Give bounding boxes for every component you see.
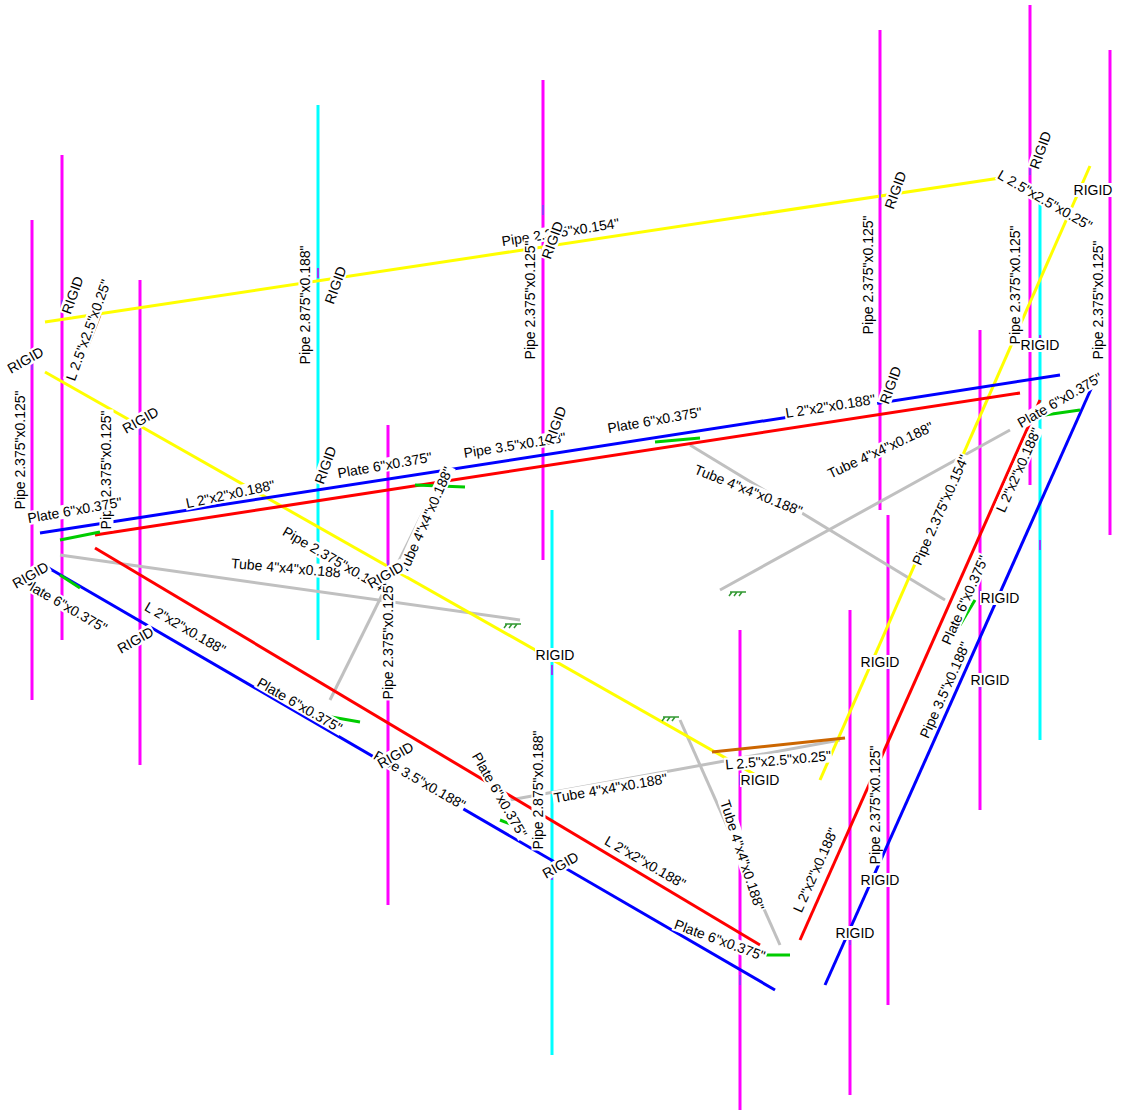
release-label: RIGID	[119, 404, 161, 437]
member-label: Pipe 2.375"x0.125"	[1091, 240, 1105, 361]
release-label: RIGID	[4, 344, 46, 377]
release-label: RIGID	[970, 673, 1011, 687]
member-label: Tube 4"x4"x0.188"	[551, 771, 668, 805]
release-label: RIGID	[980, 591, 1021, 605]
member-label: Pipe 2.375"x0.125"	[13, 390, 27, 511]
member-label: L 2"x2"x0.188"	[790, 825, 840, 915]
release-label: RIGID	[1020, 338, 1061, 352]
member-label: L 2.5"x2.5"x0.25"	[995, 167, 1096, 233]
member-label: Pipe 2.375"x0.125"	[861, 215, 875, 336]
release-label: RIGID	[740, 773, 781, 787]
mast-pipes	[318, 105, 1040, 1055]
member-label: L 2"x2"x0.188"	[141, 599, 228, 657]
support-symbols	[504, 592, 746, 721]
member-label: Pipe 2.875"x0.188"	[298, 245, 312, 366]
yellow-pipes	[45, 166, 1090, 786]
member-label: Plate 6"x0.375"	[606, 405, 705, 436]
member-label: L 2"x2"x0.188"	[601, 833, 688, 891]
release-label: RIGID	[539, 849, 581, 882]
release-label: RIGID	[535, 648, 576, 662]
release-label: RIGID	[881, 168, 908, 211]
member-label: Tube 4"x4"x0.188"	[824, 419, 936, 481]
member-label: Tube 4"x4"x0.188"	[691, 462, 805, 519]
release-label: RIGID	[860, 873, 901, 887]
member-label: L 2"x2"x0.188"	[993, 425, 1043, 515]
release-label: RIGID	[860, 655, 901, 669]
member-label: Plate 6"x0.375"	[336, 450, 435, 481]
release-label: RIGID	[321, 263, 348, 306]
release-label: RIGID	[876, 363, 903, 406]
member-label: Plate 6"x0.375"	[1014, 370, 1105, 431]
member-label: Tube 4"x4"x0.188"	[717, 797, 766, 912]
release-label: RIGID	[114, 624, 156, 657]
release-marks	[32, 165, 1110, 985]
member-label: Pipe 2.375"x0.125"	[381, 580, 395, 701]
member-label: L 2"x2"x0.188"	[783, 392, 877, 420]
member-label: Tube 4"x4"x0.188"	[395, 464, 455, 576]
member-label: L 2"x2"x0.188"	[183, 478, 277, 511]
release-label: RIGID	[1026, 128, 1053, 171]
member-label: Pipe 2.375"x0.125"	[868, 745, 882, 866]
member-label: L 2.5"x2.5"x0.25"	[723, 748, 832, 771]
release-label: RIGID	[835, 926, 876, 940]
plates	[60, 410, 1080, 955]
face-pipes	[40, 375, 1095, 990]
release-label: RIGID	[311, 443, 338, 486]
member-label: Pipe 3.5"x0.188"	[917, 639, 973, 741]
release-label: RIGID	[58, 273, 85, 316]
release-label: RIGID	[1073, 183, 1114, 197]
member-label: Pipe 2.375"x0.125"	[1008, 225, 1022, 346]
member-label: Plate 6"x0.375"	[672, 917, 768, 964]
angle-rails	[95, 393, 1040, 945]
member-label: Pipe 2.375"x0.125"	[523, 240, 537, 361]
member-label: Plate 6"x0.375"	[470, 749, 531, 840]
member-label: Pipe 2.375"x0.154"	[909, 452, 971, 568]
member-label: Pipe 2.875"x0.188"	[531, 730, 545, 851]
angle-members	[75, 178, 1085, 752]
member-label: Plate 6"x0.375"	[19, 575, 110, 636]
member-label: Plate 6"x0.375"	[254, 675, 345, 736]
antenna-pipes	[32, 5, 1110, 1110]
